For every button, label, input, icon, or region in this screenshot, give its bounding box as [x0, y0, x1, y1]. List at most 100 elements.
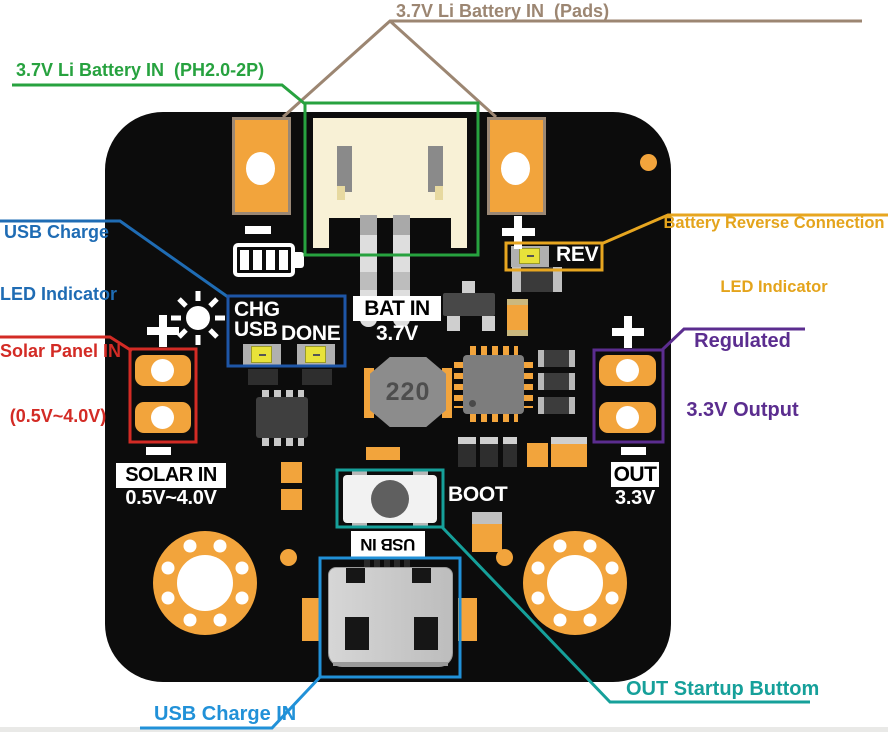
- done-led: [297, 344, 335, 366]
- battery-connector-callout-label: 3.7V Li Battery IN (PH2.0-2P): [16, 60, 265, 80]
- inductor: 220: [370, 357, 446, 427]
- inductor-pad: [442, 368, 452, 418]
- regulated-callout-label: Regulated 3.3V Output: [670, 284, 815, 468]
- bat-in-label: BAT IN: [353, 296, 441, 321]
- fiducial-dot: [496, 549, 513, 566]
- smd-pad: [248, 369, 278, 385]
- solar-range-silkscreen: 0.5V~4.0V: [125, 487, 217, 509]
- soic-legs-bottom: [262, 437, 304, 446]
- capacitor: [538, 350, 575, 367]
- mounting-hole-left: [153, 531, 257, 635]
- boot-button: [343, 475, 437, 523]
- solar-in-label: SOLAR IN: [116, 463, 226, 488]
- capacitor: [538, 373, 575, 390]
- battery-minus-icon: [245, 226, 271, 234]
- ph20-slot-right-contact: [435, 186, 443, 200]
- minus-icon: [621, 447, 646, 455]
- smd-pad: [281, 462, 302, 483]
- chg-led-chip: [251, 346, 272, 363]
- usb-anchor-pad: [302, 598, 321, 641]
- ph20-pin-right-base: [393, 215, 410, 235]
- battery-pads-callout-label: 3.7V Li Battery IN (Pads): [396, 1, 610, 21]
- capacitor: [538, 397, 575, 414]
- done-led-chip: [305, 346, 326, 363]
- ph20-pin-right-band: [393, 272, 410, 290]
- solar-callout-label: Solar Panel IN (0.5V~4.0V): [0, 298, 122, 471]
- battery-icon: [233, 243, 295, 277]
- solar-line2: (0.5V~4.0V): [9, 405, 107, 426]
- capacitor: [480, 437, 498, 467]
- smd-terminal: [512, 267, 521, 292]
- usb-in-label: USB IN: [351, 531, 425, 557]
- sun-icon: [171, 291, 225, 345]
- capacitor: [551, 437, 587, 467]
- capacitor: [503, 437, 517, 467]
- battery-icon-bars: [240, 250, 288, 270]
- rev-silkscreen: REV: [556, 243, 599, 266]
- solar-pad-minus-hole: [151, 406, 174, 429]
- out-pad-plus-hole: [616, 359, 639, 382]
- out-label: OUT: [611, 462, 659, 487]
- inductor-pad: [364, 368, 374, 418]
- sot23-leg: [482, 316, 495, 331]
- sot23-transistor: [443, 293, 495, 316]
- usb-tab: [346, 568, 365, 583]
- boot-button-cap: [371, 480, 409, 518]
- usb-hole: [345, 617, 369, 650]
- usb-bottom-edge: [333, 662, 448, 666]
- capacitor: [472, 524, 502, 552]
- fiducial-dot: [640, 154, 657, 171]
- smd-body: [521, 267, 553, 292]
- out-pad-minus-hole: [616, 406, 639, 429]
- qfn-pin1-dot: [469, 400, 476, 407]
- battery-reverse-line2: LED Indicator: [720, 278, 828, 297]
- mounting-hole-right: [523, 531, 627, 635]
- qfn-pins-top: [470, 346, 518, 355]
- plus-icon: [159, 315, 167, 347]
- ph20-pin-left-band: [360, 272, 377, 290]
- battery-reverse-line1: Battery Reverse Connection: [663, 213, 885, 232]
- fiducial-dot: [280, 549, 297, 566]
- usb-hole: [414, 617, 438, 650]
- qfn-pins-bottom: [470, 413, 518, 422]
- regulated-line1: Regulated: [694, 330, 791, 352]
- ph20-pin-left-base: [360, 215, 377, 235]
- usb-tab: [412, 568, 431, 583]
- rev-led: [511, 246, 549, 267]
- boot-callout-label: OUT Startup Buttom: [626, 678, 820, 700]
- smd-pad: [281, 489, 302, 510]
- sot23-leg: [447, 316, 460, 331]
- out-voltage-silkscreen: 3.3V: [615, 487, 655, 509]
- regulated-line2: 3.3V Output: [686, 399, 799, 421]
- smd-pad: [366, 447, 400, 460]
- minus-icon: [146, 447, 171, 455]
- battery-connector-callout-line: [12, 83, 306, 106]
- battery-pad-right-hole: [501, 152, 530, 185]
- soic-legs-top: [262, 390, 304, 399]
- solar-pad-plus-hole: [151, 359, 174, 382]
- chg-led: [243, 344, 281, 366]
- bat-voltage-silkscreen: 3.7V: [376, 322, 418, 345]
- battery-pads-callout-line: [281, 19, 862, 119]
- usb-charge-in-callout-label: USB Charge IN: [154, 703, 297, 725]
- ph20-connector-wall-left: [313, 218, 329, 248]
- smd-pad: [527, 443, 548, 467]
- qfn-pins-left: [454, 362, 463, 408]
- rev-led-chip: [519, 248, 540, 264]
- smd-terminal: [553, 267, 562, 292]
- usb-connector: [328, 567, 453, 667]
- smd-pad: [302, 369, 332, 385]
- plus-icon: [514, 216, 522, 249]
- done-silkscreen: DONE: [281, 322, 341, 345]
- soic-ic: [256, 397, 308, 438]
- ph20-connector-wall-right: [451, 218, 467, 248]
- bottom-edge-strip: [0, 727, 888, 732]
- capacitor-end: [472, 512, 502, 524]
- solar-line1: Solar Panel IN: [0, 341, 122, 362]
- usb-anchor-pad: [458, 598, 477, 641]
- sot23-leg: [462, 281, 475, 295]
- capacitor: [458, 437, 476, 467]
- capacitor: [507, 299, 528, 336]
- battery-pad-left-hole: [246, 152, 275, 185]
